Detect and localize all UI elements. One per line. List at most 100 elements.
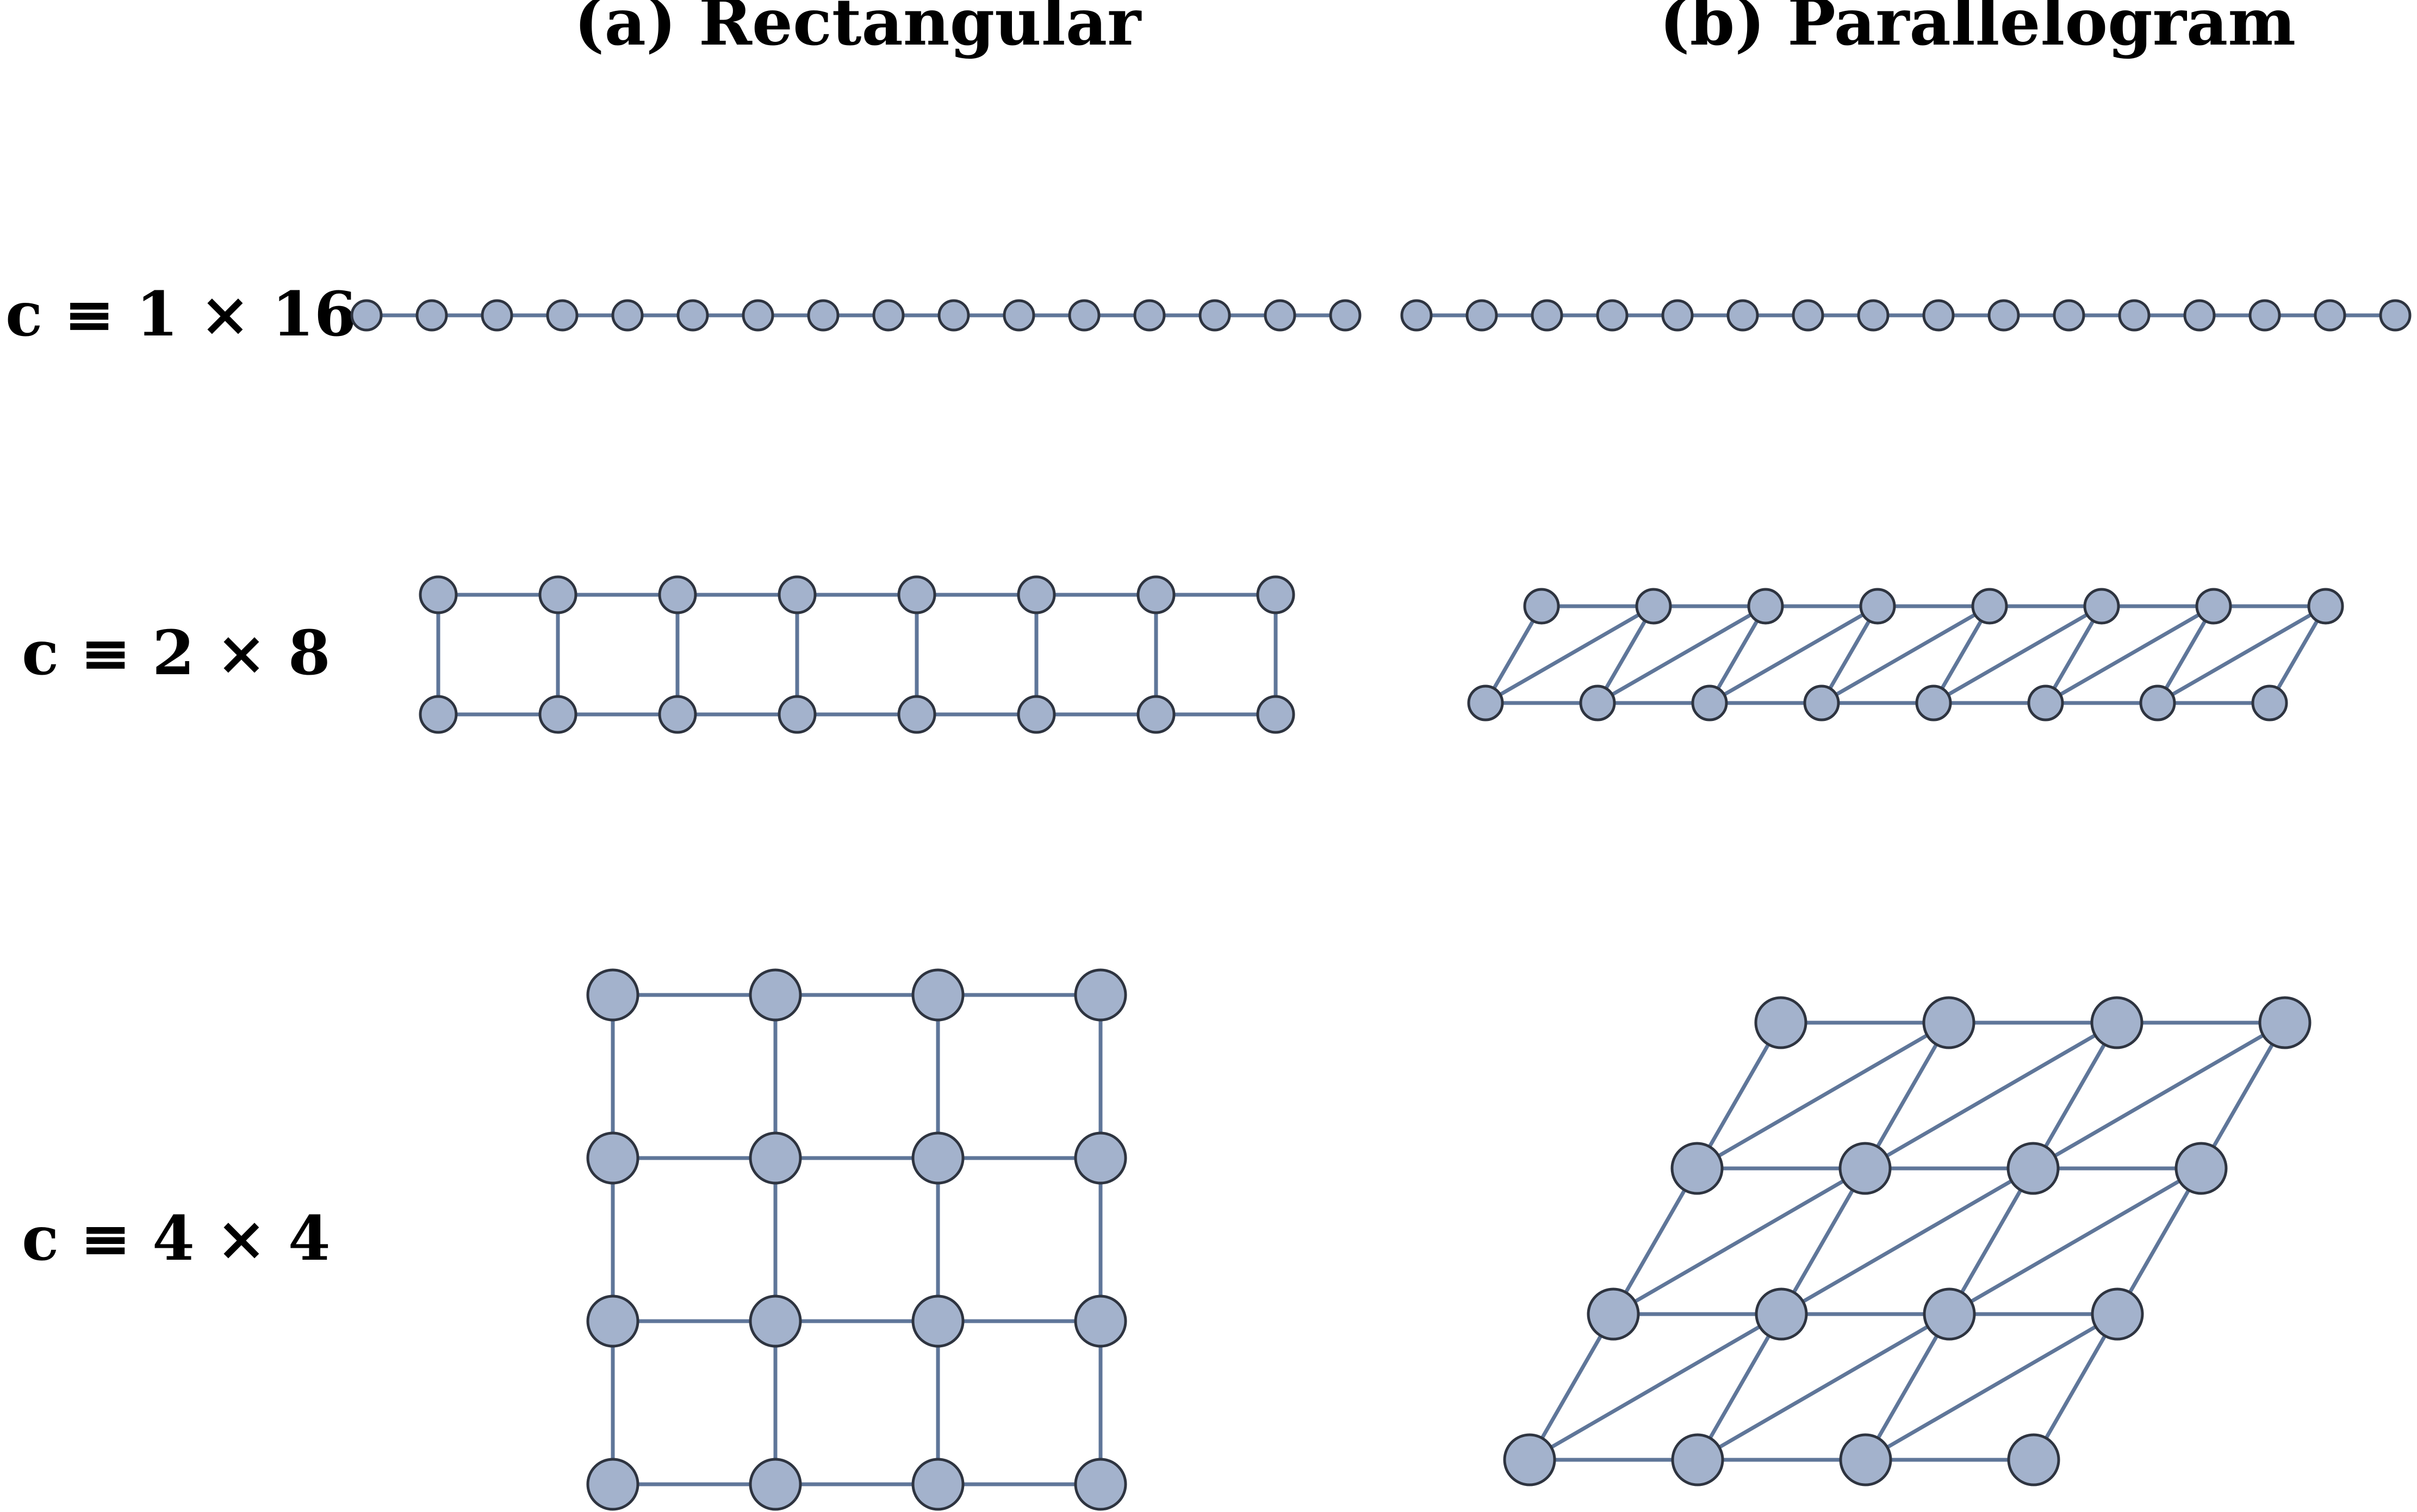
- lattice-site: [1017, 575, 1056, 614]
- lattice-site: [1923, 1287, 1976, 1341]
- lattice-site: [1531, 299, 1563, 332]
- lattice-site: [1671, 1433, 1724, 1486]
- lattice-site: [911, 1131, 965, 1185]
- lattice-site: [911, 968, 965, 1022]
- lattice-edge: [1707, 604, 1768, 705]
- lattice-site: [415, 299, 448, 332]
- lattice-site: [586, 1295, 639, 1348]
- lattice-edge: [2115, 1166, 2203, 1316]
- lattice-site: [2195, 588, 2232, 625]
- lattice-site: [1755, 1287, 1808, 1341]
- lattice-edge: [1695, 1021, 1951, 1171]
- lattice-site: [1922, 996, 1975, 1049]
- lattice-site: [1068, 299, 1101, 332]
- lattice-edge: [1863, 1312, 2120, 1462]
- lattice-site: [1256, 695, 1295, 734]
- lattice-site: [2251, 685, 2288, 721]
- lattice-edge: [1779, 1166, 2035, 1316]
- lattice-edge: [2043, 604, 2216, 705]
- lattice-edge: [1947, 1166, 2035, 1316]
- lattice-site: [586, 968, 639, 1022]
- lattice-edge: [1611, 1166, 1699, 1316]
- lattice-edge: [2043, 604, 2104, 705]
- lattice-site: [676, 299, 709, 332]
- lattice-site: [611, 299, 644, 332]
- lattice-site: [2053, 299, 2085, 332]
- lattice-site: [1915, 685, 1952, 721]
- lattice-edge: [1779, 1166, 1867, 1316]
- lattice-site: [2006, 1142, 2060, 1195]
- lattice-edge: [1483, 604, 1656, 705]
- lattice-site: [1074, 968, 1127, 1022]
- lattice-site: [1857, 299, 1890, 332]
- rectangular-lattice-4x4: [586, 968, 1127, 1511]
- lattice-site: [1003, 299, 1035, 332]
- lattice-site: [1971, 588, 2008, 625]
- lattice-site: [1661, 299, 1694, 332]
- lattice-edge: [2031, 1312, 2120, 1462]
- lattice-site: [1839, 1433, 1892, 1486]
- lattice-site: [1922, 299, 1955, 332]
- lattice-edge: [1527, 1312, 1616, 1462]
- lattice-edge: [1947, 1166, 2203, 1316]
- lattice-site: [1635, 588, 1672, 625]
- lattice-site: [749, 1131, 802, 1185]
- lattice-site: [2258, 996, 2312, 1049]
- lattice-site: [1074, 1131, 1127, 1185]
- lattice-site: [897, 575, 936, 614]
- lattice-edge: [1819, 604, 1992, 705]
- lattice-site: [1792, 299, 1824, 332]
- rectangular-lattice-2x8: [419, 575, 1295, 734]
- lattice-site: [419, 575, 458, 614]
- lattice-site: [1133, 299, 1166, 332]
- lattice-edge: [1695, 1312, 1784, 1462]
- row-label-4x4: c ≡ 4 × 4: [22, 1203, 331, 1274]
- lattice-site: [538, 695, 577, 734]
- lattice-edge: [2031, 1021, 2287, 1171]
- lattice-site: [1987, 299, 2020, 332]
- lattice-edge: [2199, 1021, 2287, 1171]
- lattice-site: [742, 299, 774, 332]
- lattice-site: [586, 1458, 639, 1511]
- column-title-parallelogram: (b) Parallelogram: [1660, 0, 2296, 60]
- lattice-edge: [1527, 1312, 1784, 1462]
- lattice-site: [1074, 1295, 1127, 1348]
- lattice-site: [1467, 685, 1504, 721]
- lattice-site: [749, 1458, 802, 1511]
- lattice-site: [2118, 299, 2151, 332]
- lattice-site: [1264, 299, 1296, 332]
- lattice-edge: [1695, 1021, 1783, 1171]
- lattice-site: [481, 299, 513, 332]
- lattice-site: [1400, 299, 1433, 332]
- row-label-1x16: c ≡ 1 × 16: [5, 279, 357, 350]
- parallelogram-lattice-2x8: [1467, 588, 2344, 721]
- lattice-site: [2314, 299, 2346, 332]
- lattice-site: [2027, 685, 2064, 721]
- lattice-edge: [1595, 604, 1656, 705]
- lattice-edge: [1863, 1021, 2119, 1171]
- lattice-site: [1523, 588, 1560, 625]
- lattice-site: [937, 299, 970, 332]
- lattice-site: [2090, 996, 2143, 1049]
- rectangular-lattice-1x16: [350, 299, 1362, 332]
- lattice-edge: [1863, 1312, 1952, 1462]
- lattice-site: [1017, 695, 1056, 734]
- lattice-site: [1670, 1142, 1724, 1195]
- lattice-site: [2139, 685, 2176, 721]
- lattice-site: [749, 1295, 802, 1348]
- lattice-site: [1726, 299, 1759, 332]
- lattice-site: [807, 299, 840, 332]
- lattice-edge: [2267, 604, 2328, 705]
- lattice-edge: [1931, 604, 1992, 705]
- lattice-site: [2007, 1433, 2060, 1486]
- lattice-edge: [1819, 604, 1880, 705]
- column-title-rectangular: (a) Rectangular: [574, 0, 1142, 60]
- lattice-site: [538, 575, 577, 614]
- lattice-site: [1596, 299, 1629, 332]
- lattice-site: [658, 575, 697, 614]
- lattice-site: [2307, 588, 2344, 625]
- lattice-site: [1691, 685, 1728, 721]
- lattice-site: [1838, 1142, 1892, 1195]
- lattice-edge: [2155, 604, 2216, 705]
